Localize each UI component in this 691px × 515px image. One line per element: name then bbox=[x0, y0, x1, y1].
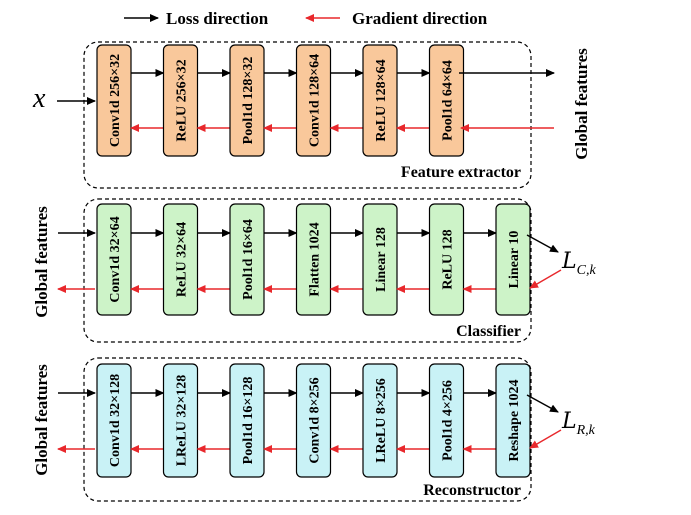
layer-block-label: LReLU 32×128 bbox=[175, 375, 190, 467]
global-features-output-label: Global features bbox=[572, 48, 591, 160]
layer-block: Conv1d 32×128 bbox=[96, 363, 132, 478]
layer-block: LReLU 32×128 bbox=[162, 363, 199, 478]
layer-block-box bbox=[362, 44, 398, 157]
layer-block-box bbox=[229, 203, 265, 316]
legend: Loss direction Gradient direction bbox=[124, 9, 488, 28]
classifier-global-features-label: Global features bbox=[32, 206, 51, 318]
classifier-loss-arrow bbox=[526, 234, 559, 253]
reconstructor-loss-gradient-arrow bbox=[529, 429, 562, 449]
layer-block: Conv1d 256×32 bbox=[96, 44, 132, 157]
layer-block-label: LReLU 8×256 bbox=[374, 378, 389, 463]
layer-block: Pool1d 128×32 bbox=[229, 44, 265, 157]
layer-block: Linear 128 bbox=[362, 203, 398, 316]
gradient-direction-label: Gradient direction bbox=[352, 9, 488, 28]
layer-block: Pool1d 64×64 bbox=[428, 44, 465, 157]
classifier-box bbox=[83, 198, 532, 343]
layer-block: ReLU 128 bbox=[428, 203, 465, 316]
feature-extractor-title: Feature extractor bbox=[401, 164, 521, 181]
layer-block: ReLU 32×64 bbox=[162, 203, 199, 316]
layer-block-box bbox=[162, 363, 199, 478]
layer-block-label: Pool1d 16×64 bbox=[241, 219, 256, 300]
layer-block: Flatten 1024 bbox=[295, 203, 332, 316]
layer-block: Pool1d 16×64 bbox=[229, 203, 265, 316]
input-x-symbol: x bbox=[32, 83, 46, 114]
layer-block-label: ReLU 256×32 bbox=[175, 59, 190, 141]
layer-block-box bbox=[162, 203, 199, 316]
layer-block-box bbox=[495, 363, 531, 478]
layer-block-label: Linear 128 bbox=[374, 227, 389, 292]
layer-block: ReLU 128×64 bbox=[362, 44, 398, 157]
layer-block-box bbox=[495, 203, 531, 316]
layer-block-label: Pool1d 16×128 bbox=[241, 377, 256, 465]
feature-extractor-box bbox=[83, 41, 532, 189]
layer-block: Reshape 1024 bbox=[495, 363, 531, 478]
layer-block-label: Conv1d 32×64 bbox=[108, 216, 123, 302]
layer-block-box bbox=[428, 44, 465, 157]
layer-block-box bbox=[362, 203, 398, 316]
layer-block-label: Pool1d 128×32 bbox=[241, 57, 256, 145]
classifier-loss-gradient-arrow bbox=[529, 269, 562, 289]
layer-block-box bbox=[428, 363, 465, 478]
layer-block: Conv1d 32×64 bbox=[96, 203, 132, 316]
layer-block-box bbox=[229, 363, 265, 478]
layer-block-box bbox=[96, 363, 132, 478]
layer-block-label: Pool1d 64×64 bbox=[441, 60, 456, 141]
layer-block-label: Conv1d 128×64 bbox=[308, 54, 323, 147]
layer-block: Pool1d 16×128 bbox=[229, 363, 265, 478]
layer-block-label: ReLU 128×64 bbox=[374, 59, 389, 141]
layer-block: Conv1d 8×256 bbox=[295, 363, 332, 478]
layer-block: Pool1d 4×256 bbox=[428, 363, 465, 478]
layer-block-box bbox=[162, 44, 199, 157]
classifier-title: Classifier bbox=[456, 323, 521, 340]
layer-block-box bbox=[295, 203, 332, 316]
layer-block-label: Conv1d 32×128 bbox=[108, 374, 123, 467]
loss-direction-label: Loss direction bbox=[166, 9, 269, 28]
layer-block-label: ReLU 128 bbox=[441, 229, 456, 289]
layer-block-label: Conv1d 256×32 bbox=[108, 54, 123, 147]
layer-block: ReLU 256×32 bbox=[162, 44, 199, 157]
layer-block-box bbox=[295, 44, 332, 157]
reconstructor-loss-symbol: LR,k bbox=[561, 409, 596, 438]
layer-block-label: Conv1d 8×256 bbox=[308, 377, 323, 463]
layer-block-box bbox=[96, 44, 132, 157]
reconstructor-global-features-label: Global features bbox=[32, 364, 51, 476]
reconstructor-loss-arrow bbox=[526, 394, 559, 413]
layer-block-box bbox=[362, 363, 398, 478]
layer-block-box bbox=[96, 203, 132, 316]
layer-block: LReLU 8×256 bbox=[362, 363, 398, 478]
layer-block-label: Reshape 1024 bbox=[507, 379, 522, 461]
layer-block-box bbox=[428, 203, 465, 316]
layer-block-label: ReLU 32×64 bbox=[175, 222, 190, 297]
layer-block-label: Pool1d 4×256 bbox=[441, 380, 456, 461]
layer-block: Linear 10 bbox=[495, 203, 531, 316]
layer-block-label: Flatten 1024 bbox=[308, 222, 323, 296]
layer-block-box bbox=[229, 44, 265, 157]
layer-block-box bbox=[295, 363, 332, 478]
layer-block: Conv1d 128×64 bbox=[295, 44, 332, 157]
reconstructor-box bbox=[83, 357, 532, 502]
layer-block-label: Linear 10 bbox=[507, 231, 522, 289]
reconstructor-title: Reconstructor bbox=[423, 482, 521, 499]
classifier-loss-symbol: LC,k bbox=[561, 249, 596, 278]
